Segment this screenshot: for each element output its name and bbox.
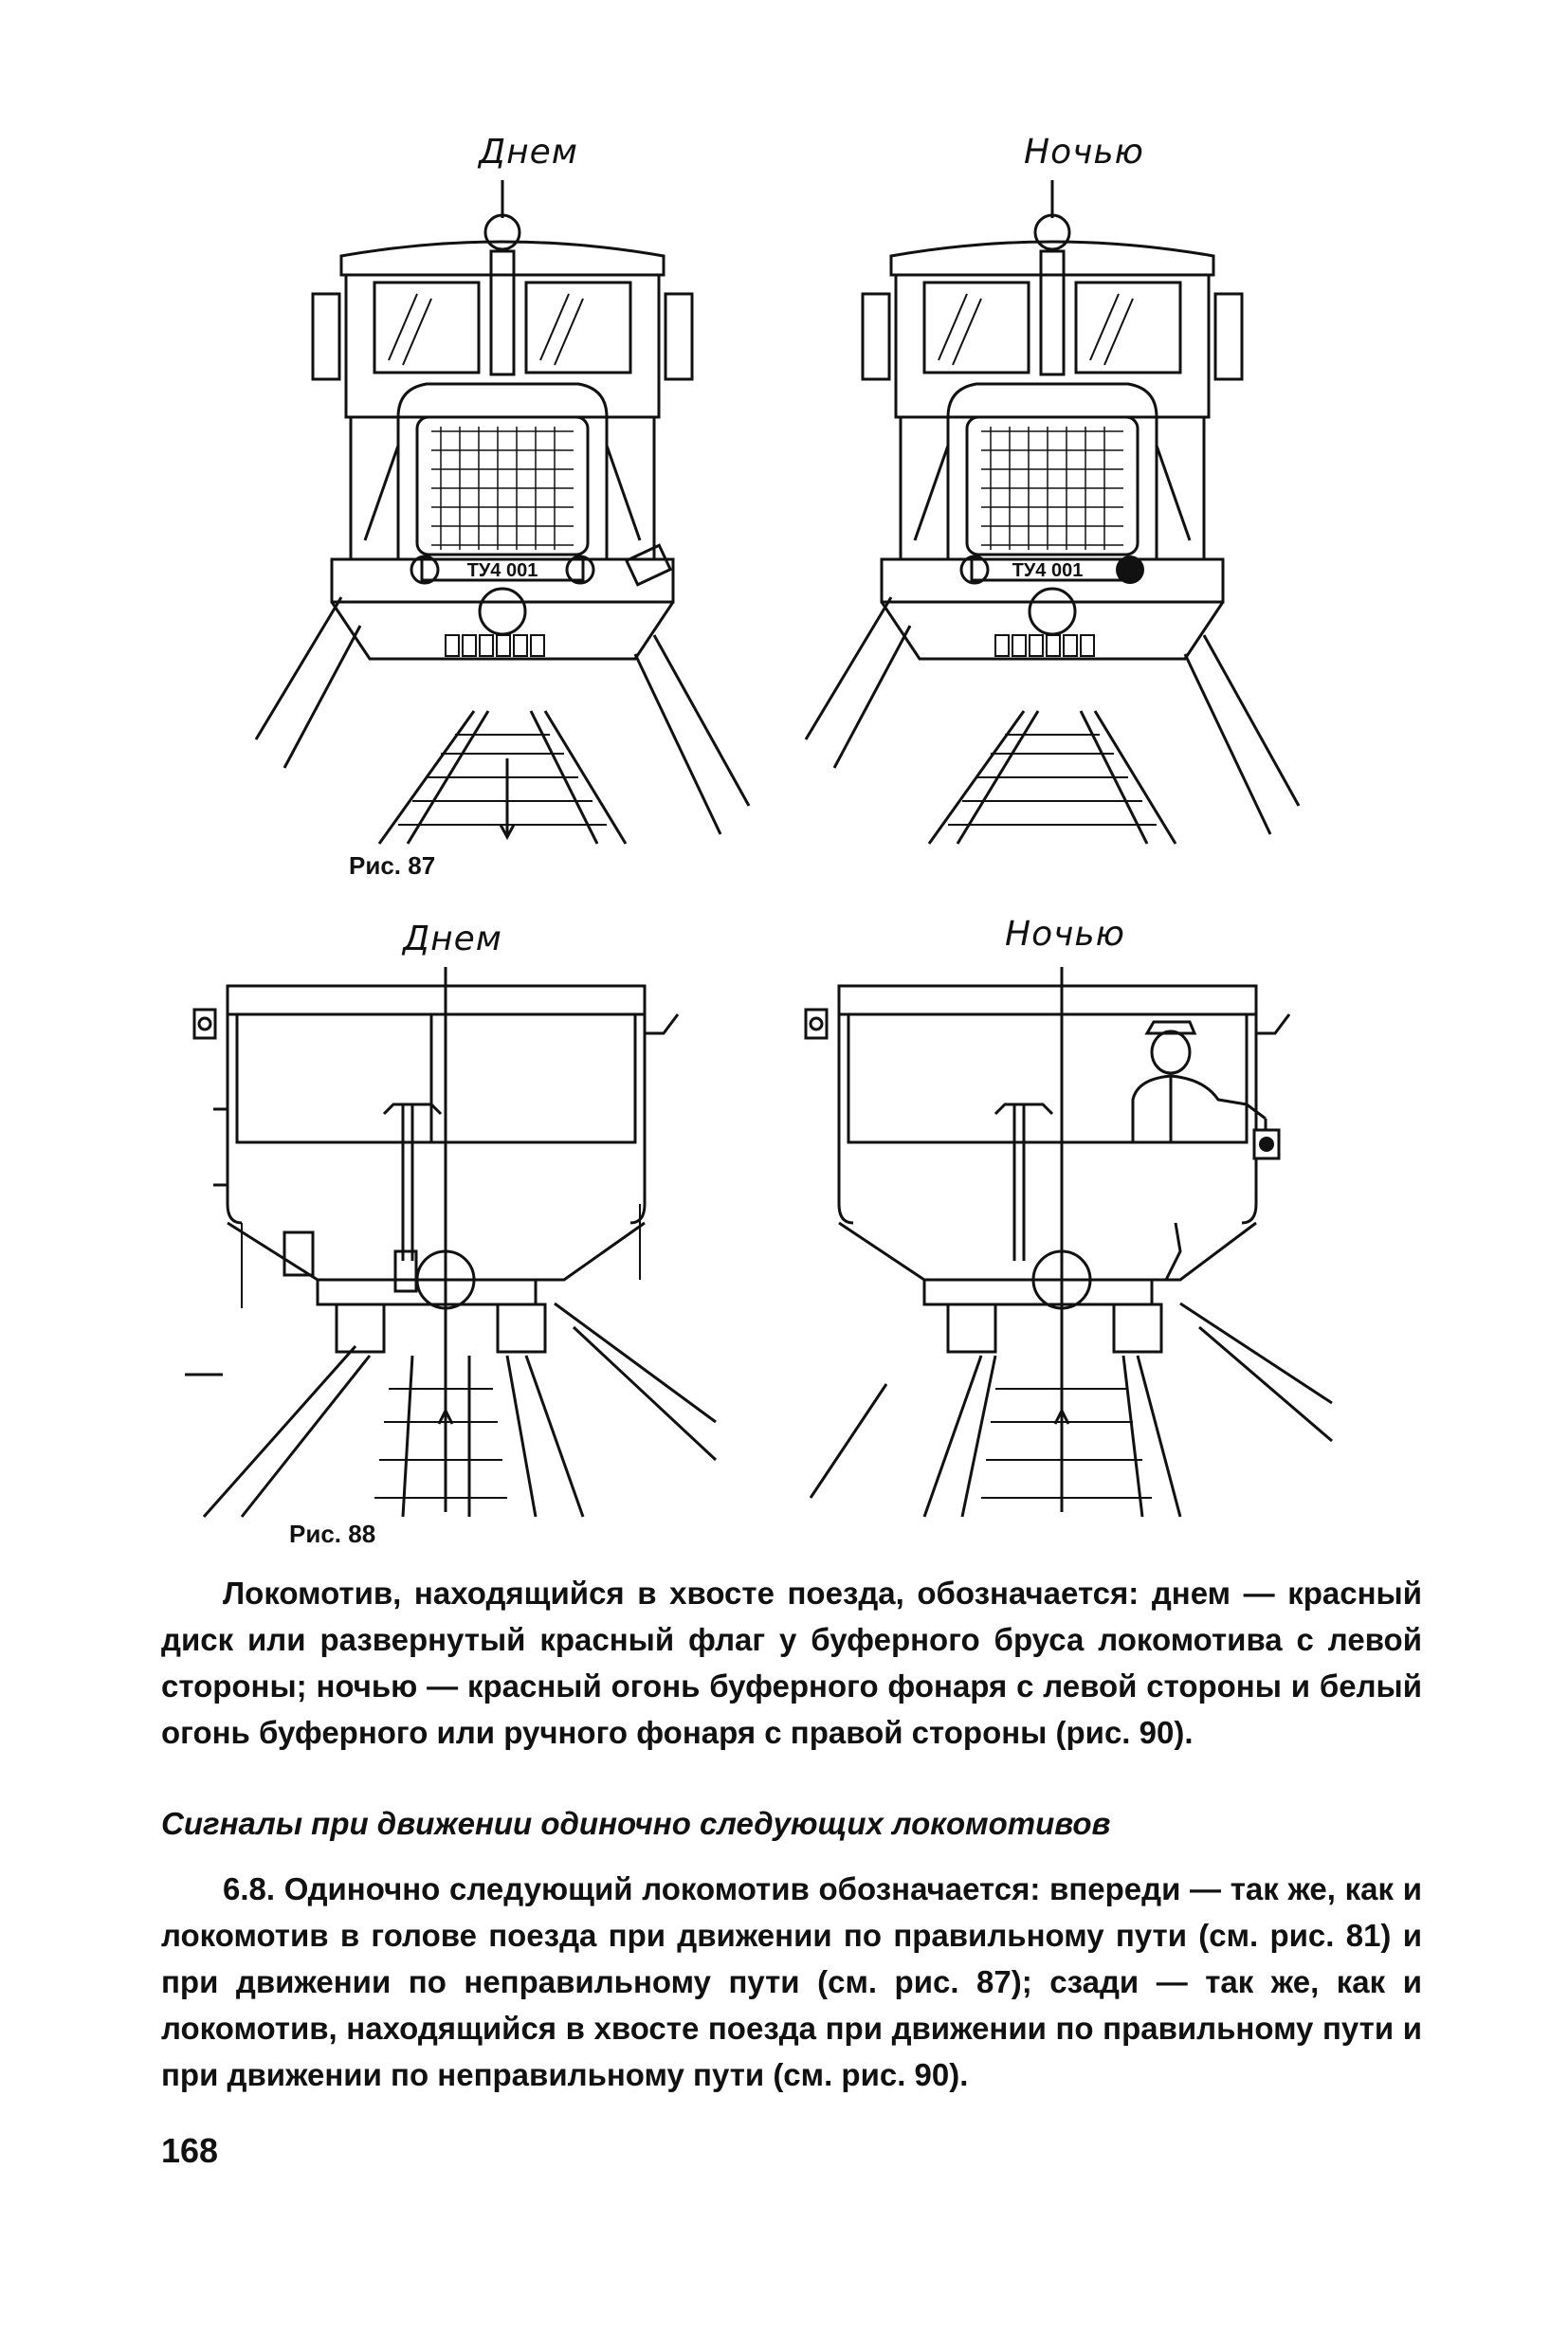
fig87-night-illustration: ТУ4 001 — [804, 180, 1301, 845]
fig88-day-label: Днем — [403, 920, 502, 958]
fig87-caption: Рис. 87 — [349, 851, 436, 880]
fig87-day-label: Днем — [479, 133, 578, 172]
paragraph-single-locomotive: 6.8. Одиночно следующий локомотив обозна… — [161, 1866, 1422, 2098]
section-title: Сигналы при движении одиночно следующих … — [161, 1806, 1111, 1841]
paragraph-tail-locomotive: Локомотив, находящийся в хвосте поезда, … — [161, 1570, 1422, 1756]
paragraph-1: Локомотив, находящийся в хвосте поезда, … — [161, 1576, 1422, 1750]
page-number: 168 — [161, 2131, 219, 2170]
fig88-day-illustration — [185, 967, 718, 1518]
fig88-caption: Рис. 88 — [289, 1520, 376, 1548]
paragraph-2: 6.8. Одиночно следующий локомотив обозна… — [161, 1871, 1422, 2092]
fig87-day-illustration: ТУ4 001 — [254, 180, 751, 845]
fig87-night-number-plate: ТУ4 001 — [1012, 560, 1084, 581]
fig87-night-label: Ночью — [1024, 133, 1144, 172]
fig88-night-illustration — [804, 967, 1333, 1518]
fig87-day-number-plate: ТУ4 001 — [467, 560, 538, 581]
fig88-night-label: Ночью — [1005, 915, 1125, 954]
